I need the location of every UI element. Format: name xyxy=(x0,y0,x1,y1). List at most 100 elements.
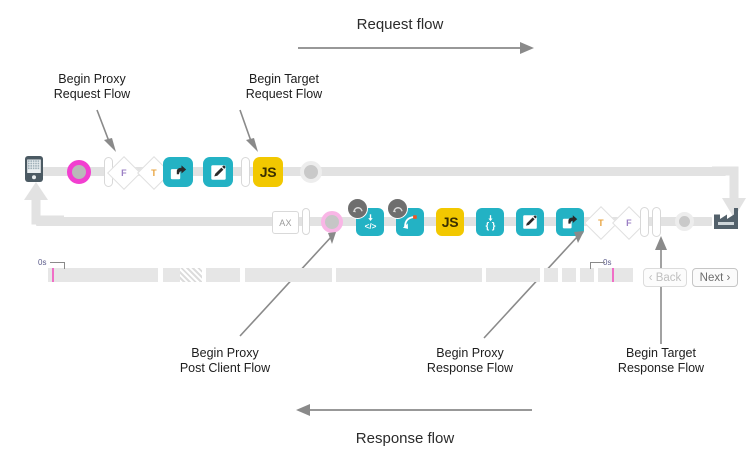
callout-arrow-begin-target-response xyxy=(655,236,667,344)
share-arrow-icon xyxy=(170,164,186,179)
ring-shape xyxy=(321,211,343,233)
flow-separator-3[interactable] xyxy=(302,208,310,235)
json-braces-icon: { } xyxy=(485,214,495,231)
callout-begin-target-response: Begin Target Response Flow xyxy=(596,346,726,376)
flow-separator-5[interactable] xyxy=(652,207,661,237)
pill-shape xyxy=(640,207,649,237)
post-client-flow-ring[interactable] xyxy=(321,211,343,233)
timeline-gap xyxy=(482,268,486,282)
share-arrow-icon xyxy=(562,215,578,229)
ring-shape xyxy=(67,160,91,184)
callout-begin-proxy-post-client: Begin Proxy Post Client Flow xyxy=(160,346,290,376)
code-brackets-icon: </> xyxy=(364,213,376,230)
backend-target[interactable] xyxy=(712,206,740,230)
rotate-arrow-icon xyxy=(352,206,363,212)
callout-arrow-begin-target-request xyxy=(239,109,258,152)
pill-shape xyxy=(302,208,310,235)
pencil-edit-icon xyxy=(523,215,537,229)
condition-false[interactable]: F xyxy=(107,156,141,190)
proxy-request-start-ring[interactable] xyxy=(67,160,91,184)
callout-arrow-begin-proxy-response xyxy=(483,231,584,339)
assign-message-policy-2[interactable] xyxy=(556,208,584,236)
svg-text:</>: </> xyxy=(364,221,376,230)
condition-letter: T xyxy=(151,168,157,178)
edit-policy[interactable] xyxy=(203,157,233,187)
callout-line-1: Begin Proxy xyxy=(58,72,126,86)
condition-letter: T xyxy=(598,218,604,228)
flow-separator-4[interactable] xyxy=(640,207,649,237)
condition-false-2[interactable]: F xyxy=(612,206,646,240)
tile-shape xyxy=(163,157,193,187)
ring-shape xyxy=(675,212,694,231)
flow-separator-2[interactable] xyxy=(241,157,250,187)
timeline-hatched-segment xyxy=(180,268,202,282)
diamond-shape: F xyxy=(107,156,141,190)
timeline-start-tick-label: 0s xyxy=(38,258,47,267)
callout-line-1: Begin Proxy xyxy=(191,346,259,360)
condition-letter: F xyxy=(626,218,632,228)
tile-shape: { } xyxy=(476,208,504,236)
tile-shape xyxy=(556,208,584,236)
timeline-end-bracket xyxy=(590,262,605,269)
js-label: JS xyxy=(259,164,277,180)
timeline-track[interactable] xyxy=(48,268,633,282)
target-request-endpoint[interactable] xyxy=(300,161,322,183)
condition-letter: F xyxy=(121,168,127,178)
timeline-end-marker[interactable] xyxy=(612,268,614,282)
timeline-end-tick-label: 0s xyxy=(603,258,612,267)
callout-line-2: Response Flow xyxy=(426,361,514,375)
pill-shape xyxy=(652,207,661,237)
next-button[interactable]: Next › xyxy=(692,268,738,287)
analytics-node[interactable]: AX xyxy=(272,211,299,234)
callout-line-1: Begin Target xyxy=(626,346,696,360)
callout-line-2: Request Flow xyxy=(245,87,323,101)
rotate-badge-icon xyxy=(347,198,368,219)
callout-line-1: Begin Target xyxy=(249,72,319,86)
callout-line-2: Response Flow xyxy=(617,361,705,375)
back-button[interactable]: ‹ Back xyxy=(643,268,687,287)
curved-arrow-icon xyxy=(402,215,417,229)
response-flow-arrow xyxy=(296,404,532,416)
callout-line-2: Post Client Flow xyxy=(179,361,271,375)
javascript-policy[interactable]: JS xyxy=(253,157,283,187)
rotate-badge-icon xyxy=(387,198,408,219)
assign-message-policy[interactable] xyxy=(163,157,193,187)
timeline-gap xyxy=(332,268,336,282)
callout-begin-proxy-response: Begin Proxy Response Flow xyxy=(405,346,535,376)
raise-fault-policy[interactable] xyxy=(387,198,424,236)
request-rail xyxy=(42,167,726,176)
response-flow-title: Response flow xyxy=(355,430,455,447)
response-to-client-connector xyxy=(24,182,64,225)
callout-arrow-begin-proxy-request xyxy=(96,109,116,152)
timeline-gap xyxy=(240,268,245,282)
timeline-start-marker[interactable] xyxy=(52,268,54,282)
callout-line-1: Begin Proxy xyxy=(436,346,504,360)
pill-shape xyxy=(241,157,250,187)
ax-box-shape: AX xyxy=(272,211,299,234)
callout-begin-target-request: Begin Target Request Flow xyxy=(224,72,344,102)
extract-variables-policy[interactable]: </> xyxy=(347,198,384,236)
target-response-ring[interactable] xyxy=(675,212,694,231)
timeline-gap xyxy=(558,268,562,282)
callout-line-2: Request Flow xyxy=(53,87,131,101)
pencil-edit-icon xyxy=(210,164,226,180)
client-device[interactable] xyxy=(24,155,44,183)
edit-policy-2[interactable] xyxy=(516,208,544,236)
tile-shape xyxy=(516,208,544,236)
tile-shape xyxy=(203,157,233,187)
javascript-policy-2[interactable]: JS xyxy=(436,208,464,236)
tile-shape: JS xyxy=(436,208,464,236)
tile-shape: JS xyxy=(253,157,283,187)
ring-shape xyxy=(300,161,322,183)
mobile-device-icon xyxy=(25,156,43,182)
timeline-gap xyxy=(202,268,206,282)
timeline-start-bracket xyxy=(50,262,65,269)
request-flow-arrow xyxy=(298,42,534,54)
timeline-gap xyxy=(576,268,580,282)
json-policy[interactable]: { } xyxy=(476,208,504,236)
timeline-gap xyxy=(540,268,544,282)
timeline-gap xyxy=(158,268,163,282)
factory-icon xyxy=(714,208,738,229)
svg-text:{ }: { } xyxy=(485,220,495,231)
timeline-gap xyxy=(594,268,598,282)
